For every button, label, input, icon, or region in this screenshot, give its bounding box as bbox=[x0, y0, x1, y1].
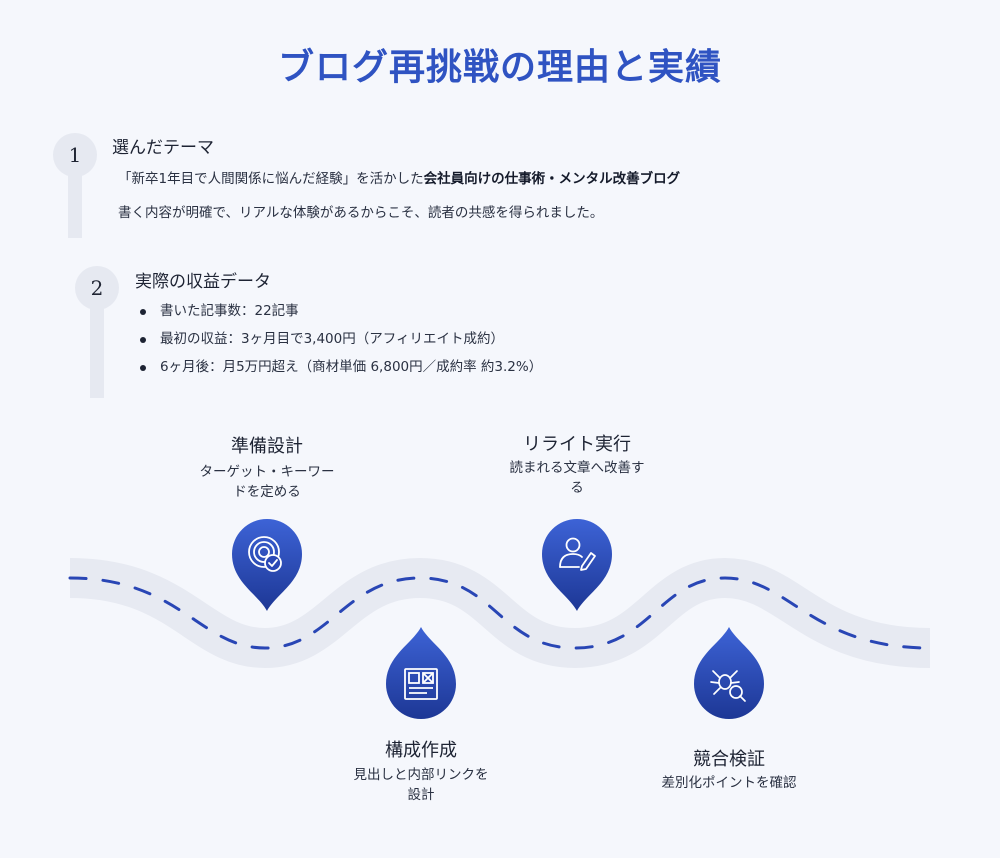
milestone-1-desc-line-1: ターゲット・キーワー bbox=[199, 464, 335, 480]
milestone-1-desc: ターゲット・キーワー ドを定める bbox=[177, 462, 357, 502]
page-title: ブログ再挑戦の理由と実績 bbox=[277, 47, 722, 88]
road-center-line bbox=[68, 576, 932, 650]
section-1-heading: 選んだテーマ bbox=[112, 138, 214, 158]
section-1-line-1-bold: 会社員向けの仕事術・メンタル改善ブログ bbox=[423, 171, 681, 187]
list-item: 6ヶ月後：月5万円超え（商材単価 6,800円／成約率 約3.2%） bbox=[138, 357, 542, 385]
section-1-line-1-text: 「新卒1年目で人間関係に悩んだ経験」を活かした bbox=[118, 171, 424, 187]
spider-search-icon bbox=[710, 670, 746, 702]
milestone-1-title: 準備設計 bbox=[231, 436, 303, 457]
road bbox=[69, 557, 931, 669]
pin-3 bbox=[542, 519, 612, 611]
pin-2 bbox=[386, 627, 456, 719]
list-item: 最初の収益：3ヶ月目で3,400円（アフィリエイト成約） bbox=[138, 329, 542, 357]
milestone-4-desc: 差別化ポイントを確認 bbox=[634, 773, 824, 793]
milestone-1-desc-line-2: ドを定める bbox=[233, 484, 301, 500]
milestone-2-title: 構成作成 bbox=[385, 740, 457, 761]
target-check-icon bbox=[248, 536, 282, 572]
milestone-4-title: 競合検証 bbox=[693, 749, 765, 770]
milestone-3-desc: 読まれる文章へ改善す る bbox=[487, 458, 667, 498]
milestone-2-desc-line-2: 設計 bbox=[407, 787, 435, 803]
user-edit-icon bbox=[559, 537, 596, 571]
revenue-list: 書いた記事数：22記事 最初の収益：3ヶ月目で3,400円（アフィリエイト成約）… bbox=[138, 301, 542, 385]
step-1-badge: 1 bbox=[53, 133, 97, 177]
section-1-line-1: 「新卒1年目で人間関係に悩んだ経験」を活かした会社員向けの仕事術・メンタル改善ブ… bbox=[118, 167, 680, 187]
list-item: 書いた記事数：22記事 bbox=[138, 301, 542, 329]
pin-1 bbox=[232, 519, 302, 611]
milestone-2-desc: 見出しと内部リンクを 設計 bbox=[331, 765, 511, 805]
layout-icon bbox=[404, 668, 438, 700]
milestone-4-desc-line-1: 差別化ポイントを確認 bbox=[661, 775, 797, 791]
section-2-heading: 実際の収益データ bbox=[135, 272, 271, 292]
section-1-line-2: 書く内容が明確で、リアルな体験があるからこそ、読者の共感を得られました。 bbox=[118, 205, 604, 221]
milestone-3-desc-line-2: る bbox=[570, 480, 584, 496]
milestone-2-desc-line-1: 見出しと内部リンクを bbox=[353, 767, 489, 783]
milestone-3-title: リライト実行 bbox=[523, 434, 631, 455]
pin-4 bbox=[694, 627, 764, 719]
milestone-3-desc-line-1: 読まれる文章へ改善す bbox=[509, 460, 645, 476]
step-2-badge: 2 bbox=[75, 266, 119, 310]
